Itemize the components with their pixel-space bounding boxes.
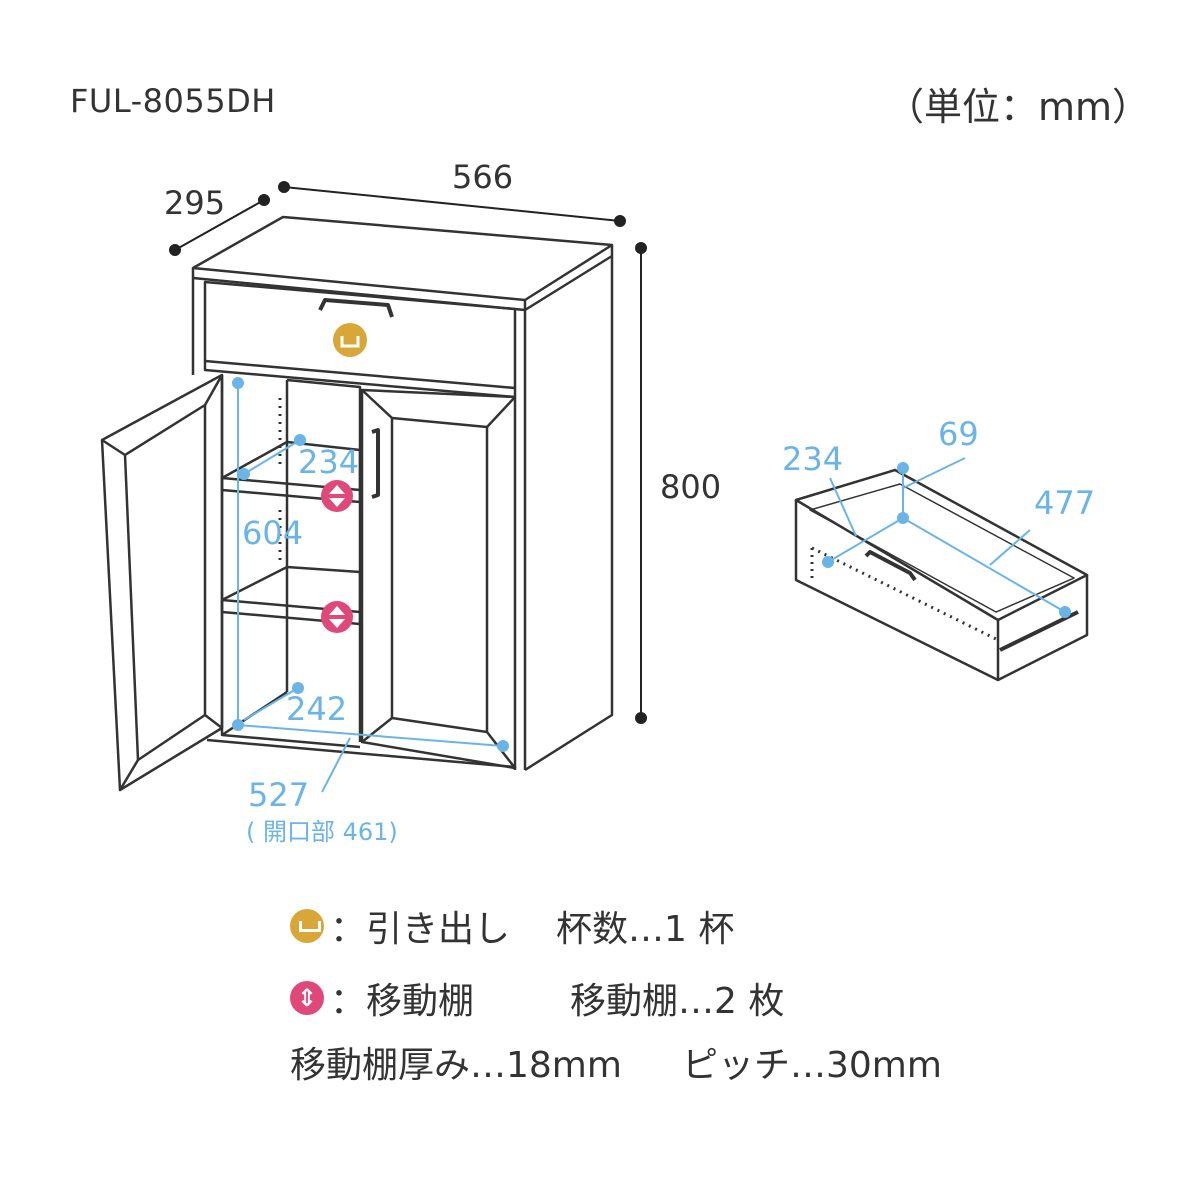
drawer-bottom-rail	[203, 361, 517, 399]
legend-spec-row: 移動棚厚み…18mm ピッチ…30mm	[290, 1036, 942, 1088]
cabinet-top-side	[524, 245, 614, 312]
drawer-handle	[318, 298, 394, 318]
left-door-panel	[123, 403, 207, 762]
unit-label: （単位：mm）	[886, 85, 1151, 129]
cabinet-right-side	[524, 256, 614, 772]
legend-shelf-row: ：移動棚 移動棚…2 枚	[290, 972, 784, 1024]
right-door-panel	[390, 416, 489, 734]
movable-shelf-icon	[290, 981, 324, 1015]
drawer-icon	[290, 909, 324, 943]
legend-pitch: ピッチ…30mm	[681, 1045, 942, 1086]
drawer-illustration	[794, 468, 1089, 682]
depth-label: 295	[164, 184, 225, 222]
movable-shelf-icon	[321, 601, 353, 633]
width-label: 566	[452, 158, 513, 196]
inner-depth-lower-label: 242	[286, 690, 347, 728]
drawer-icon	[333, 323, 367, 357]
legend-drawer-label: ：引き出し	[330, 909, 511, 950]
movable-shelf-icon	[321, 480, 353, 512]
legend-shelf-label: ：移動棚	[330, 981, 475, 1022]
height-label: 800	[660, 468, 721, 506]
legend-shelf-thickness: 移動棚厚み…18mm	[290, 1045, 622, 1086]
drawer-depth-label: 234	[782, 440, 843, 478]
legend-shelf-count: 移動棚…2 枚	[570, 981, 785, 1022]
right-door	[360, 388, 517, 770]
door-handle	[371, 428, 380, 499]
cabinet-top-edge	[191, 268, 527, 312]
inner-width-label: 527	[248, 776, 309, 814]
legend-drawer-row: ：引き出し 杯数…1 杯	[290, 900, 734, 952]
opening-note: ( 開口部 461)	[246, 818, 398, 846]
model-number: FUL-8055DH	[70, 82, 276, 120]
drawer-height-label: 69	[938, 415, 979, 453]
inner-height-label: 604	[242, 514, 303, 552]
inner-depth-upper-label: 234	[298, 443, 359, 481]
legend-drawer-count: 杯数…1 杯	[556, 909, 735, 950]
drawer-width-label: 477	[1034, 484, 1095, 522]
